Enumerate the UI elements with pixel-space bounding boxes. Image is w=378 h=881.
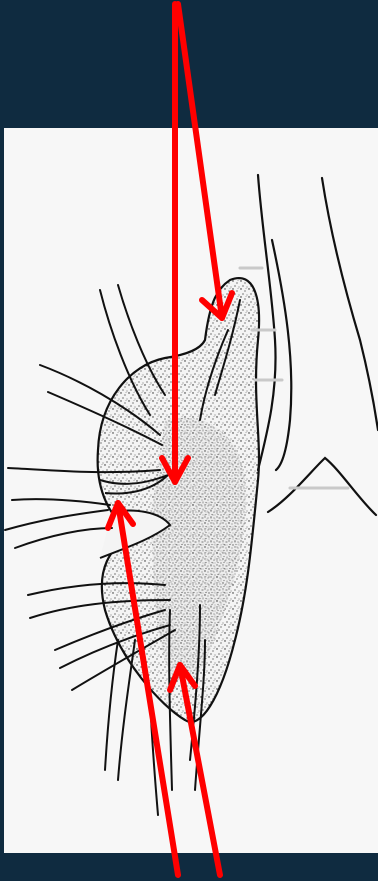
- arrow-down-to-gland-tip: [178, 4, 232, 318]
- right-vessel-outlines: [258, 175, 378, 515]
